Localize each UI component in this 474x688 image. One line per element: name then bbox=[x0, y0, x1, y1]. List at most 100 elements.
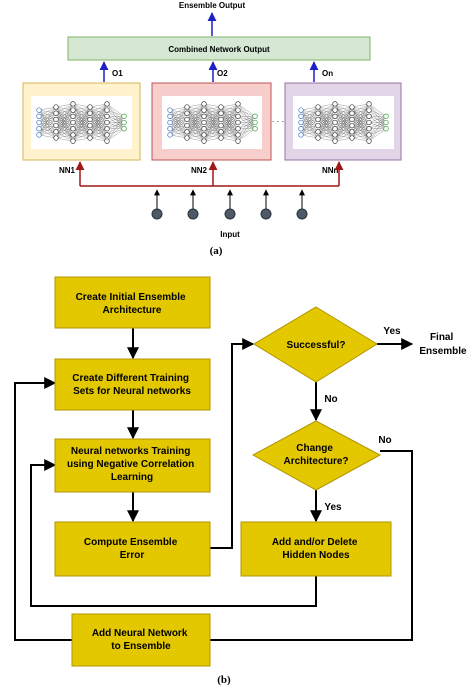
nn1-connection bbox=[89, 103, 108, 108]
nn1-neuron bbox=[53, 116, 59, 123]
nn3-connection bbox=[317, 128, 336, 139]
edge-no-add-network: No bbox=[378, 435, 391, 446]
nn1-connection bbox=[72, 103, 91, 108]
nn3-connection bbox=[300, 106, 319, 123]
nn3-neuron bbox=[366, 132, 372, 138]
nn3-connection bbox=[317, 103, 336, 139]
nn2-connection bbox=[237, 116, 256, 129]
nn3-neuron bbox=[315, 129, 321, 135]
nn2-connection bbox=[186, 103, 205, 126]
nn1-connection bbox=[55, 110, 74, 139]
nn1-connection bbox=[72, 106, 91, 111]
nn2-neuron bbox=[218, 104, 224, 110]
input-bus-line bbox=[79, 163, 340, 187]
nn3-connection bbox=[368, 128, 387, 142]
nn2-connection bbox=[186, 116, 205, 139]
nn1-connection bbox=[89, 128, 108, 139]
nn2-connection bbox=[220, 103, 239, 108]
ensemble-output-label: Ensemble Output bbox=[179, 1, 246, 10]
nn3-neuron bbox=[315, 110, 321, 116]
nn3-connection bbox=[334, 106, 353, 135]
nn1-connection bbox=[38, 134, 57, 139]
nn3-connection bbox=[300, 106, 319, 135]
nn2-neuron bbox=[201, 119, 207, 126]
nn1-neuron bbox=[87, 110, 93, 116]
nn1-connection bbox=[106, 116, 125, 123]
add-network-label: Add Neural Network to Ensemble bbox=[92, 628, 190, 652]
nn3-neuron bbox=[332, 101, 338, 107]
nn2-neuron bbox=[201, 101, 207, 107]
nn1-connection bbox=[38, 106, 57, 129]
nn1-connection bbox=[72, 106, 91, 129]
nn1-connection bbox=[106, 109, 125, 117]
nn2-connection bbox=[220, 110, 239, 139]
nn3-connection bbox=[317, 137, 336, 142]
nn2-neuron bbox=[167, 113, 173, 119]
nn2-neuron bbox=[184, 104, 190, 110]
output-label-n: On bbox=[322, 69, 333, 78]
nn1-connection bbox=[72, 106, 91, 123]
nn3-connection bbox=[334, 106, 353, 129]
nn2-connection bbox=[203, 106, 222, 135]
nn1-connection bbox=[89, 103, 108, 139]
nn3-neuron bbox=[349, 110, 355, 116]
nn2-neuron bbox=[218, 129, 224, 135]
nn1-connection bbox=[55, 134, 74, 139]
panel-b: Create Initial Ensemble Architecture Cre… bbox=[14, 276, 467, 686]
nn3-connection bbox=[300, 125, 319, 136]
nn1-neuron bbox=[104, 113, 110, 119]
nn3-neuron bbox=[332, 107, 338, 113]
nn3-connection bbox=[351, 103, 370, 114]
nn2-neuron bbox=[218, 135, 224, 141]
nn1-neuron bbox=[87, 129, 93, 135]
nn1-connection bbox=[38, 106, 57, 111]
nn1-neuron bbox=[70, 132, 76, 138]
nn1-connection bbox=[55, 103, 74, 139]
nn2-connection bbox=[203, 113, 222, 142]
nn2-neuron bbox=[184, 110, 190, 116]
nn3-connection bbox=[317, 103, 336, 120]
input-label: Input bbox=[220, 230, 240, 239]
nn1-neuron bbox=[104, 107, 110, 113]
nn2-connection bbox=[169, 134, 188, 139]
edge-no-change: No bbox=[324, 394, 337, 405]
nn1-neuron bbox=[53, 104, 59, 110]
combined-output-box bbox=[67, 36, 371, 61]
nn3-connection bbox=[351, 110, 370, 139]
input-node-5 bbox=[296, 208, 308, 220]
nn1-neuron bbox=[121, 113, 127, 119]
nn1-connection bbox=[89, 134, 108, 139]
nn2-connection bbox=[186, 137, 205, 142]
nn2-connection bbox=[237, 122, 256, 142]
nn2-connection bbox=[186, 122, 205, 139]
nn2-connection bbox=[186, 134, 205, 139]
nn2-connection bbox=[169, 106, 188, 117]
nn2-neuron bbox=[184, 116, 190, 123]
edge-yes-add-delete: Yes bbox=[324, 502, 342, 513]
nn1-connection bbox=[106, 116, 125, 142]
successful-decision bbox=[253, 306, 378, 383]
nn1-connection bbox=[55, 103, 74, 120]
nn2-neuron bbox=[218, 122, 224, 129]
nn1-neuron bbox=[87, 122, 93, 129]
nn3-connection bbox=[351, 122, 370, 139]
nn1-neuron bbox=[87, 116, 93, 123]
nn1-neuron bbox=[87, 104, 93, 110]
nn3-neuron bbox=[349, 135, 355, 141]
nn2-connection bbox=[203, 137, 222, 142]
nn1-connection bbox=[55, 116, 74, 139]
nn1-connection bbox=[38, 125, 57, 136]
nn2-neuron bbox=[235, 113, 241, 119]
nn2-neuron bbox=[252, 113, 258, 119]
nn1-neuron bbox=[121, 119, 127, 126]
nn3-connection bbox=[334, 106, 353, 111]
nn1-connection bbox=[38, 106, 57, 117]
nn3-neuron bbox=[332, 132, 338, 138]
nn2-connection bbox=[203, 103, 222, 108]
nn2-neuron bbox=[201, 126, 207, 132]
nn3-connection bbox=[334, 106, 353, 117]
create-initial-label: Create Initial Ensemble Architecture bbox=[76, 292, 189, 316]
nn3-connection bbox=[334, 106, 353, 142]
nn1-neuron bbox=[53, 129, 59, 135]
